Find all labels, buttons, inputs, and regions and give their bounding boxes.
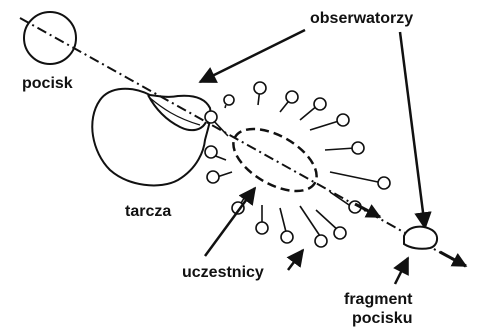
particle [256, 205, 268, 234]
particle [254, 82, 266, 105]
emitted-particles [205, 82, 390, 247]
particle [280, 91, 298, 112]
projectile-label: pocisk [22, 75, 73, 92]
participants-arrow-1 [205, 188, 255, 256]
particle [330, 192, 361, 213]
observers-arrow-fragment [400, 32, 425, 228]
projectile-circle [24, 12, 76, 64]
trajectory-line [20, 18, 468, 268]
target-crater-inner [150, 98, 200, 125]
fragment-shape [404, 227, 437, 249]
fragment-label-line1: fragment [344, 291, 413, 308]
target-shape [92, 89, 210, 186]
particle [310, 114, 349, 130]
particle [207, 171, 232, 183]
particle [330, 172, 390, 189]
participants-label: uczestnicy [182, 264, 264, 281]
observers-label: obserwatorzy [310, 10, 413, 27]
fragment-label-arrow [395, 258, 408, 284]
particle [280, 208, 293, 243]
particle [325, 142, 364, 154]
particle [300, 98, 326, 120]
particle [205, 146, 226, 160]
particle [300, 206, 327, 247]
fragment-exit-arrow [440, 252, 466, 266]
target-label: tarcza [125, 203, 171, 220]
particle [224, 94, 234, 108]
participants-arrow-2 [288, 250, 303, 270]
observers-arrow-target [200, 30, 305, 82]
target-crater [148, 95, 206, 130]
fragment-label-line2: pocisku [352, 310, 412, 327]
